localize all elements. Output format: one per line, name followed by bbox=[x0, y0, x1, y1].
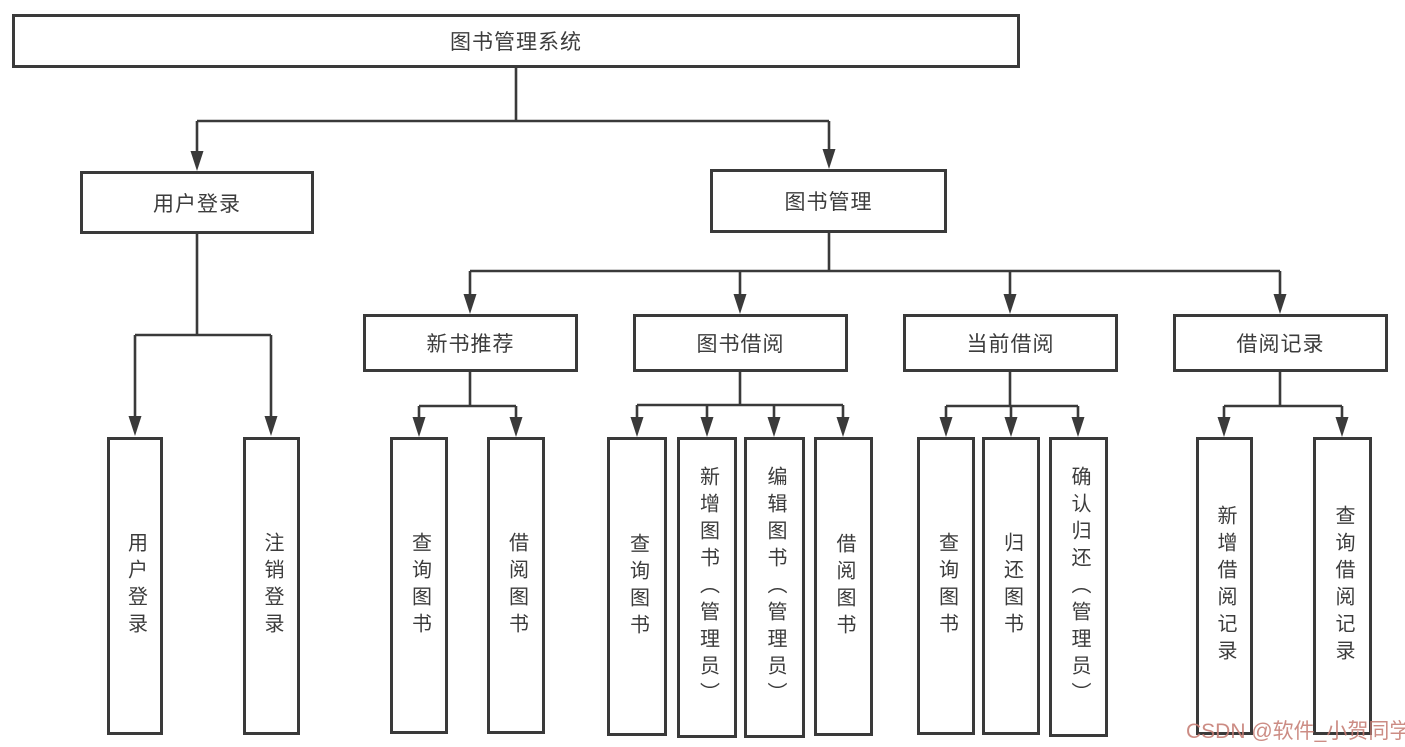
arrowhead-nb-query bbox=[412, 417, 426, 437]
node-user-login-label: 用户登录 bbox=[153, 192, 241, 216]
leaf-borrow-books-nb-label: 借阅图书 bbox=[505, 531, 528, 640]
connector-root-to-level2 bbox=[195, 68, 831, 153]
leaf-edit-books-admin: 编辑图书（管理员） bbox=[744, 437, 805, 738]
arrowhead-cb-return bbox=[1004, 417, 1018, 437]
leaf-return-books: 归还图书 bbox=[982, 437, 1040, 735]
leaf-query-borrow-record: 查询借阅记录 bbox=[1313, 437, 1372, 735]
connector-bookmgmt-to-level3 bbox=[468, 233, 1282, 296]
leaf-query-books-nb-label: 查询图书 bbox=[408, 531, 431, 640]
node-book-borrowing: 图书借阅 bbox=[633, 314, 848, 372]
arrowhead-user-login bbox=[190, 151, 204, 171]
leaf-query-borrow-record-label: 查询借阅记录 bbox=[1332, 505, 1354, 667]
arrowhead-new-books bbox=[463, 294, 477, 314]
connector-borrowrecords-to-leaves bbox=[1222, 372, 1344, 418]
leaf-query-books-bb-label: 查询图书 bbox=[626, 532, 649, 641]
leaf-borrow-books-nb: 借阅图书 bbox=[487, 437, 545, 734]
arrowhead-cb-confirm bbox=[1071, 417, 1085, 437]
arrowhead-leaf-logout bbox=[264, 416, 278, 436]
node-current-borrowing: 当前借阅 bbox=[903, 314, 1118, 372]
node-book-management-label: 图书管理 bbox=[784, 191, 873, 214]
leaf-query-books-nb: 查询图书 bbox=[390, 437, 448, 734]
leaf-logout-label: 注销登录 bbox=[261, 532, 283, 640]
leaf-query-books-bb: 查询图书 bbox=[607, 437, 667, 736]
node-book-borrowing-label: 图书借阅 bbox=[696, 333, 785, 356]
arrowhead-bb-add bbox=[700, 417, 714, 437]
leaf-add-borrow-record-label: 新增借阅记录 bbox=[1214, 505, 1236, 667]
leaf-confirm-return-admin: 确认归还（管理员） bbox=[1049, 437, 1108, 737]
node-borrowing-records-label: 借阅记录 bbox=[1236, 333, 1325, 356]
arrowhead-current-borrow bbox=[1003, 294, 1017, 314]
leaf-user-login: 用户登录 bbox=[107, 437, 163, 735]
connector-userlogin-to-leaves bbox=[133, 234, 273, 418]
arrowhead-book-borrow bbox=[733, 294, 747, 314]
arrowhead-cb-query bbox=[939, 417, 953, 437]
leaf-query-books-cb: 查询图书 bbox=[917, 437, 975, 735]
leaf-return-books-label: 归还图书 bbox=[1000, 532, 1023, 640]
leaf-edit-books-admin-label: 编辑图书（管理员） bbox=[764, 466, 786, 709]
arrowhead-bb-borrow bbox=[836, 417, 850, 437]
leaf-add-borrow-record: 新增借阅记录 bbox=[1196, 437, 1253, 735]
connector-newbooks-to-leaves bbox=[417, 372, 518, 418]
node-user-login: 用户登录 bbox=[80, 171, 314, 234]
leaf-confirm-return-admin-label: 确认归还（管理员） bbox=[1068, 465, 1090, 709]
arrowhead-br-add bbox=[1217, 417, 1231, 437]
node-library-management-system-label: 图书管理系统 bbox=[450, 31, 582, 54]
leaf-user-login-label: 用户登录 bbox=[124, 532, 147, 640]
leaf-add-books-admin-label: 新增图书（管理员） bbox=[696, 466, 719, 709]
arrowhead-nb-borrow bbox=[509, 417, 523, 437]
node-borrowing-records: 借阅记录 bbox=[1173, 314, 1388, 372]
node-new-book-recommendation: 新书推荐 bbox=[363, 314, 578, 372]
node-library-management-system: 图书管理系统 bbox=[12, 14, 1020, 68]
arrowhead-bb-edit bbox=[767, 417, 781, 437]
arrowhead-br-query bbox=[1335, 417, 1349, 437]
leaf-query-books-cb-label: 查询图书 bbox=[935, 532, 958, 640]
leaf-logout: 注销登录 bbox=[243, 437, 300, 735]
connector-bookborrow-to-leaves bbox=[635, 372, 845, 418]
csdn-watermark: CSDN @软件_小贺同学 bbox=[1186, 720, 1405, 743]
leaf-borrow-books-bb: 借阅图书 bbox=[814, 437, 873, 736]
node-book-management: 图书管理 bbox=[710, 169, 947, 233]
leaf-add-books-admin: 新增图书（管理员） bbox=[677, 437, 737, 738]
node-current-borrowing-label: 当前借阅 bbox=[966, 333, 1055, 356]
connector-currentborrow-to-leaves bbox=[944, 372, 1080, 418]
leaf-borrow-books-bb-label: 借阅图书 bbox=[833, 532, 855, 641]
node-new-book-recommendation-label: 新书推荐 bbox=[426, 333, 515, 356]
arrowhead-book-management bbox=[822, 149, 836, 169]
arrowhead-bb-query bbox=[630, 417, 644, 437]
arrowhead-borrow-records bbox=[1273, 294, 1287, 314]
arrowhead-leaf-login bbox=[128, 416, 142, 436]
